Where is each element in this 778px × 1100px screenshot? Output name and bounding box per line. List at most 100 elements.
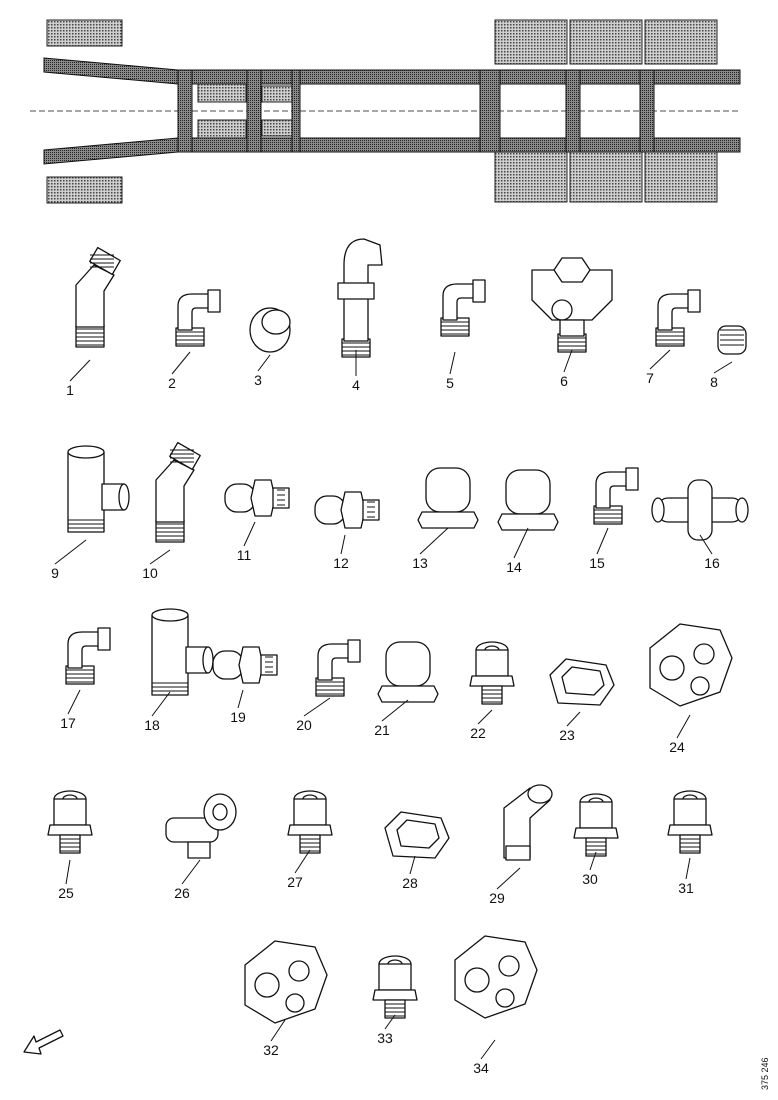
part-number-label: 25 bbox=[58, 885, 74, 901]
part-26-drawing bbox=[165, 793, 237, 859]
part-number-label: 24 bbox=[669, 739, 685, 755]
part-5-drawing bbox=[440, 279, 486, 337]
part-12-drawing bbox=[314, 491, 380, 529]
part-number-label: 29 bbox=[489, 890, 505, 906]
leader-line bbox=[596, 527, 609, 555]
part-24-drawing bbox=[649, 623, 733, 707]
part-number-label: 21 bbox=[374, 722, 390, 738]
leader-line bbox=[419, 527, 449, 555]
part-number-label: 30 bbox=[582, 871, 598, 887]
part-25-drawing bbox=[47, 790, 93, 854]
frame-zone-box bbox=[569, 19, 643, 65]
leader-line bbox=[149, 549, 171, 565]
part-number-label: 19 bbox=[230, 709, 246, 725]
part-7-drawing bbox=[655, 289, 701, 347]
part-34-drawing bbox=[454, 935, 538, 1019]
part-23-drawing bbox=[549, 658, 615, 706]
part-number-label: 16 bbox=[704, 555, 720, 571]
leader-line bbox=[513, 527, 529, 559]
part-number-label: 22 bbox=[470, 725, 486, 741]
part-31-drawing bbox=[667, 790, 713, 854]
leader-line bbox=[151, 691, 171, 717]
leader-line bbox=[699, 534, 713, 555]
frame-zone-box bbox=[569, 151, 643, 203]
leader-line bbox=[496, 867, 521, 890]
part-20-drawing bbox=[315, 639, 361, 697]
part-9-drawing bbox=[67, 445, 130, 533]
frame-component bbox=[261, 85, 293, 103]
part-number-label: 15 bbox=[589, 555, 605, 571]
part-number-label: 4 bbox=[352, 377, 360, 393]
leader-line bbox=[340, 534, 346, 555]
cross-member bbox=[479, 69, 501, 153]
part-number-label: 13 bbox=[412, 555, 428, 571]
leader-line bbox=[589, 851, 597, 871]
part-number-label: 3 bbox=[254, 372, 262, 388]
part-number-label: 6 bbox=[560, 373, 568, 389]
frame-zone-box bbox=[644, 151, 718, 203]
leader-line bbox=[409, 855, 416, 875]
part-number-label: 8 bbox=[710, 374, 718, 390]
part-number-label: 34 bbox=[473, 1060, 489, 1076]
part-number-label: 10 bbox=[142, 565, 158, 581]
part-number-label: 5 bbox=[446, 375, 454, 391]
part-32-drawing bbox=[244, 940, 328, 1024]
part-19-drawing bbox=[212, 646, 278, 684]
leader-line bbox=[294, 849, 311, 874]
part-number-label: 20 bbox=[296, 717, 312, 733]
leader-line bbox=[685, 857, 691, 880]
leader-line bbox=[676, 714, 691, 739]
leader-line bbox=[67, 689, 81, 715]
part-number-label: 14 bbox=[506, 559, 522, 575]
cross-member bbox=[291, 69, 301, 153]
chassis-frame bbox=[30, 19, 741, 204]
leader-line bbox=[303, 697, 331, 717]
cross-member bbox=[639, 69, 655, 153]
frame-component bbox=[197, 83, 247, 103]
leader-line bbox=[563, 349, 573, 373]
part-27-drawing bbox=[287, 790, 333, 854]
cross-member bbox=[565, 69, 581, 153]
part-4-drawing bbox=[337, 238, 383, 358]
part-21-drawing bbox=[377, 641, 439, 703]
leader-line bbox=[171, 351, 191, 375]
part-number-label: 33 bbox=[377, 1030, 393, 1046]
part-number-label: 18 bbox=[144, 717, 160, 733]
part-3-drawing bbox=[249, 307, 291, 353]
part-number-label: 23 bbox=[559, 727, 575, 743]
part-1-drawing bbox=[75, 246, 121, 348]
part-22-drawing bbox=[469, 641, 515, 705]
part-14-drawing bbox=[497, 469, 559, 531]
part-number-label: 1 bbox=[66, 382, 74, 398]
leader-line bbox=[243, 521, 256, 547]
frame-zone-box bbox=[494, 19, 568, 65]
part-number-label: 26 bbox=[174, 885, 190, 901]
part-8-drawing bbox=[717, 325, 747, 355]
drawing-code: 375 246 bbox=[760, 1057, 770, 1090]
leader-line bbox=[257, 354, 271, 372]
part-number-label: 32 bbox=[263, 1042, 279, 1058]
leader-line bbox=[237, 689, 244, 709]
frame-zone-box bbox=[46, 19, 123, 47]
leader-line bbox=[449, 351, 456, 375]
part-2-drawing bbox=[175, 289, 221, 347]
part-number-label: 2 bbox=[168, 375, 176, 391]
leader-line bbox=[649, 349, 671, 370]
frame-zone-box bbox=[494, 151, 568, 203]
part-13-drawing bbox=[417, 467, 479, 529]
arrow-down-left-icon bbox=[23, 1029, 64, 1055]
frame-component bbox=[197, 119, 247, 139]
part-29-drawing bbox=[503, 784, 553, 861]
frame-component bbox=[261, 119, 293, 137]
cross-member bbox=[177, 69, 193, 153]
part-33-drawing bbox=[372, 955, 418, 1019]
leader-line bbox=[477, 709, 493, 725]
part-6-drawing bbox=[531, 257, 613, 353]
part-number-label: 28 bbox=[402, 875, 418, 891]
part-number-label: 12 bbox=[333, 555, 349, 571]
cross-member bbox=[246, 69, 262, 153]
part-number-label: 27 bbox=[287, 874, 303, 890]
part-number-label: 17 bbox=[60, 715, 76, 731]
